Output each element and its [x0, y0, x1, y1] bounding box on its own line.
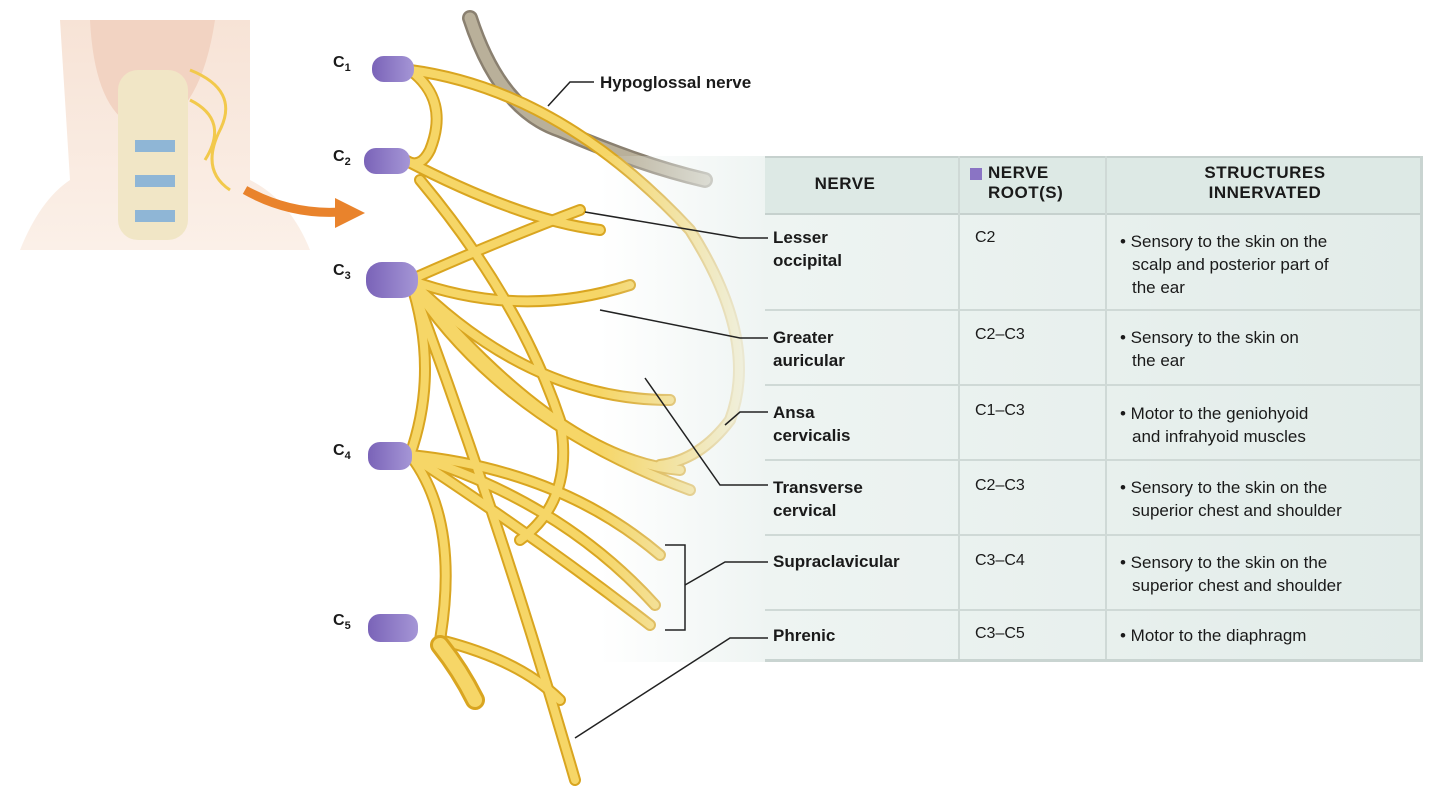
table-fade [600, 156, 770, 662]
root-label-c2: C2 [333, 148, 351, 169]
neck-thumbnail [20, 20, 310, 250]
column-divider [1105, 156, 1107, 659]
nerve-table: NERVE NERVE ROOT(S) STRUCTURES INNERVATE… [765, 156, 1423, 662]
root-c3 [366, 262, 418, 298]
row-divider [765, 609, 1420, 611]
row-divider [765, 309, 1420, 311]
header-nerve-roots: NERVE ROOT(S) [970, 163, 1100, 203]
root-c1 [372, 56, 414, 82]
root-c4 [368, 442, 412, 470]
row-lesser-occipital-root: C2 [975, 229, 996, 246]
row-phrenic-structures: • Motor to the diaphragm [1120, 626, 1307, 645]
row-transverse-cervical-root: C2–C3 [975, 477, 1025, 494]
root-c5 [368, 614, 418, 642]
row-divider [765, 384, 1420, 386]
root-c2 [364, 148, 410, 174]
row-supraclavicular-name: Supraclavicular [773, 552, 900, 571]
header-structures: STRUCTURES INNERVATED [1204, 163, 1326, 202]
column-divider [958, 156, 960, 659]
header-nerve: NERVE [814, 174, 876, 193]
nerve-roots [364, 56, 418, 642]
row-divider [765, 459, 1420, 461]
pointer-arrow [242, 186, 341, 217]
row-greater-auricular-root: C2–C3 [975, 326, 1025, 343]
row-phrenic-root: C3–C5 [975, 625, 1025, 642]
table-header [765, 156, 1420, 215]
root-label-c5: C5 [333, 612, 351, 633]
row-phrenic-name: Phrenic [773, 626, 836, 645]
root-label-c3: C3 [333, 262, 351, 283]
root-color-swatch [970, 167, 982, 180]
row-supraclavicular-root: C3–C4 [975, 552, 1025, 569]
row-divider [765, 534, 1420, 536]
arrow-head [335, 198, 365, 228]
row-ansa-cervicalis-root: C1–C3 [975, 402, 1025, 419]
root-label-c4: C4 [333, 442, 351, 463]
root-label-c1: C1 [333, 54, 351, 75]
hypoglossal-nerve-label: Hypoglossal nerve [600, 73, 752, 92]
